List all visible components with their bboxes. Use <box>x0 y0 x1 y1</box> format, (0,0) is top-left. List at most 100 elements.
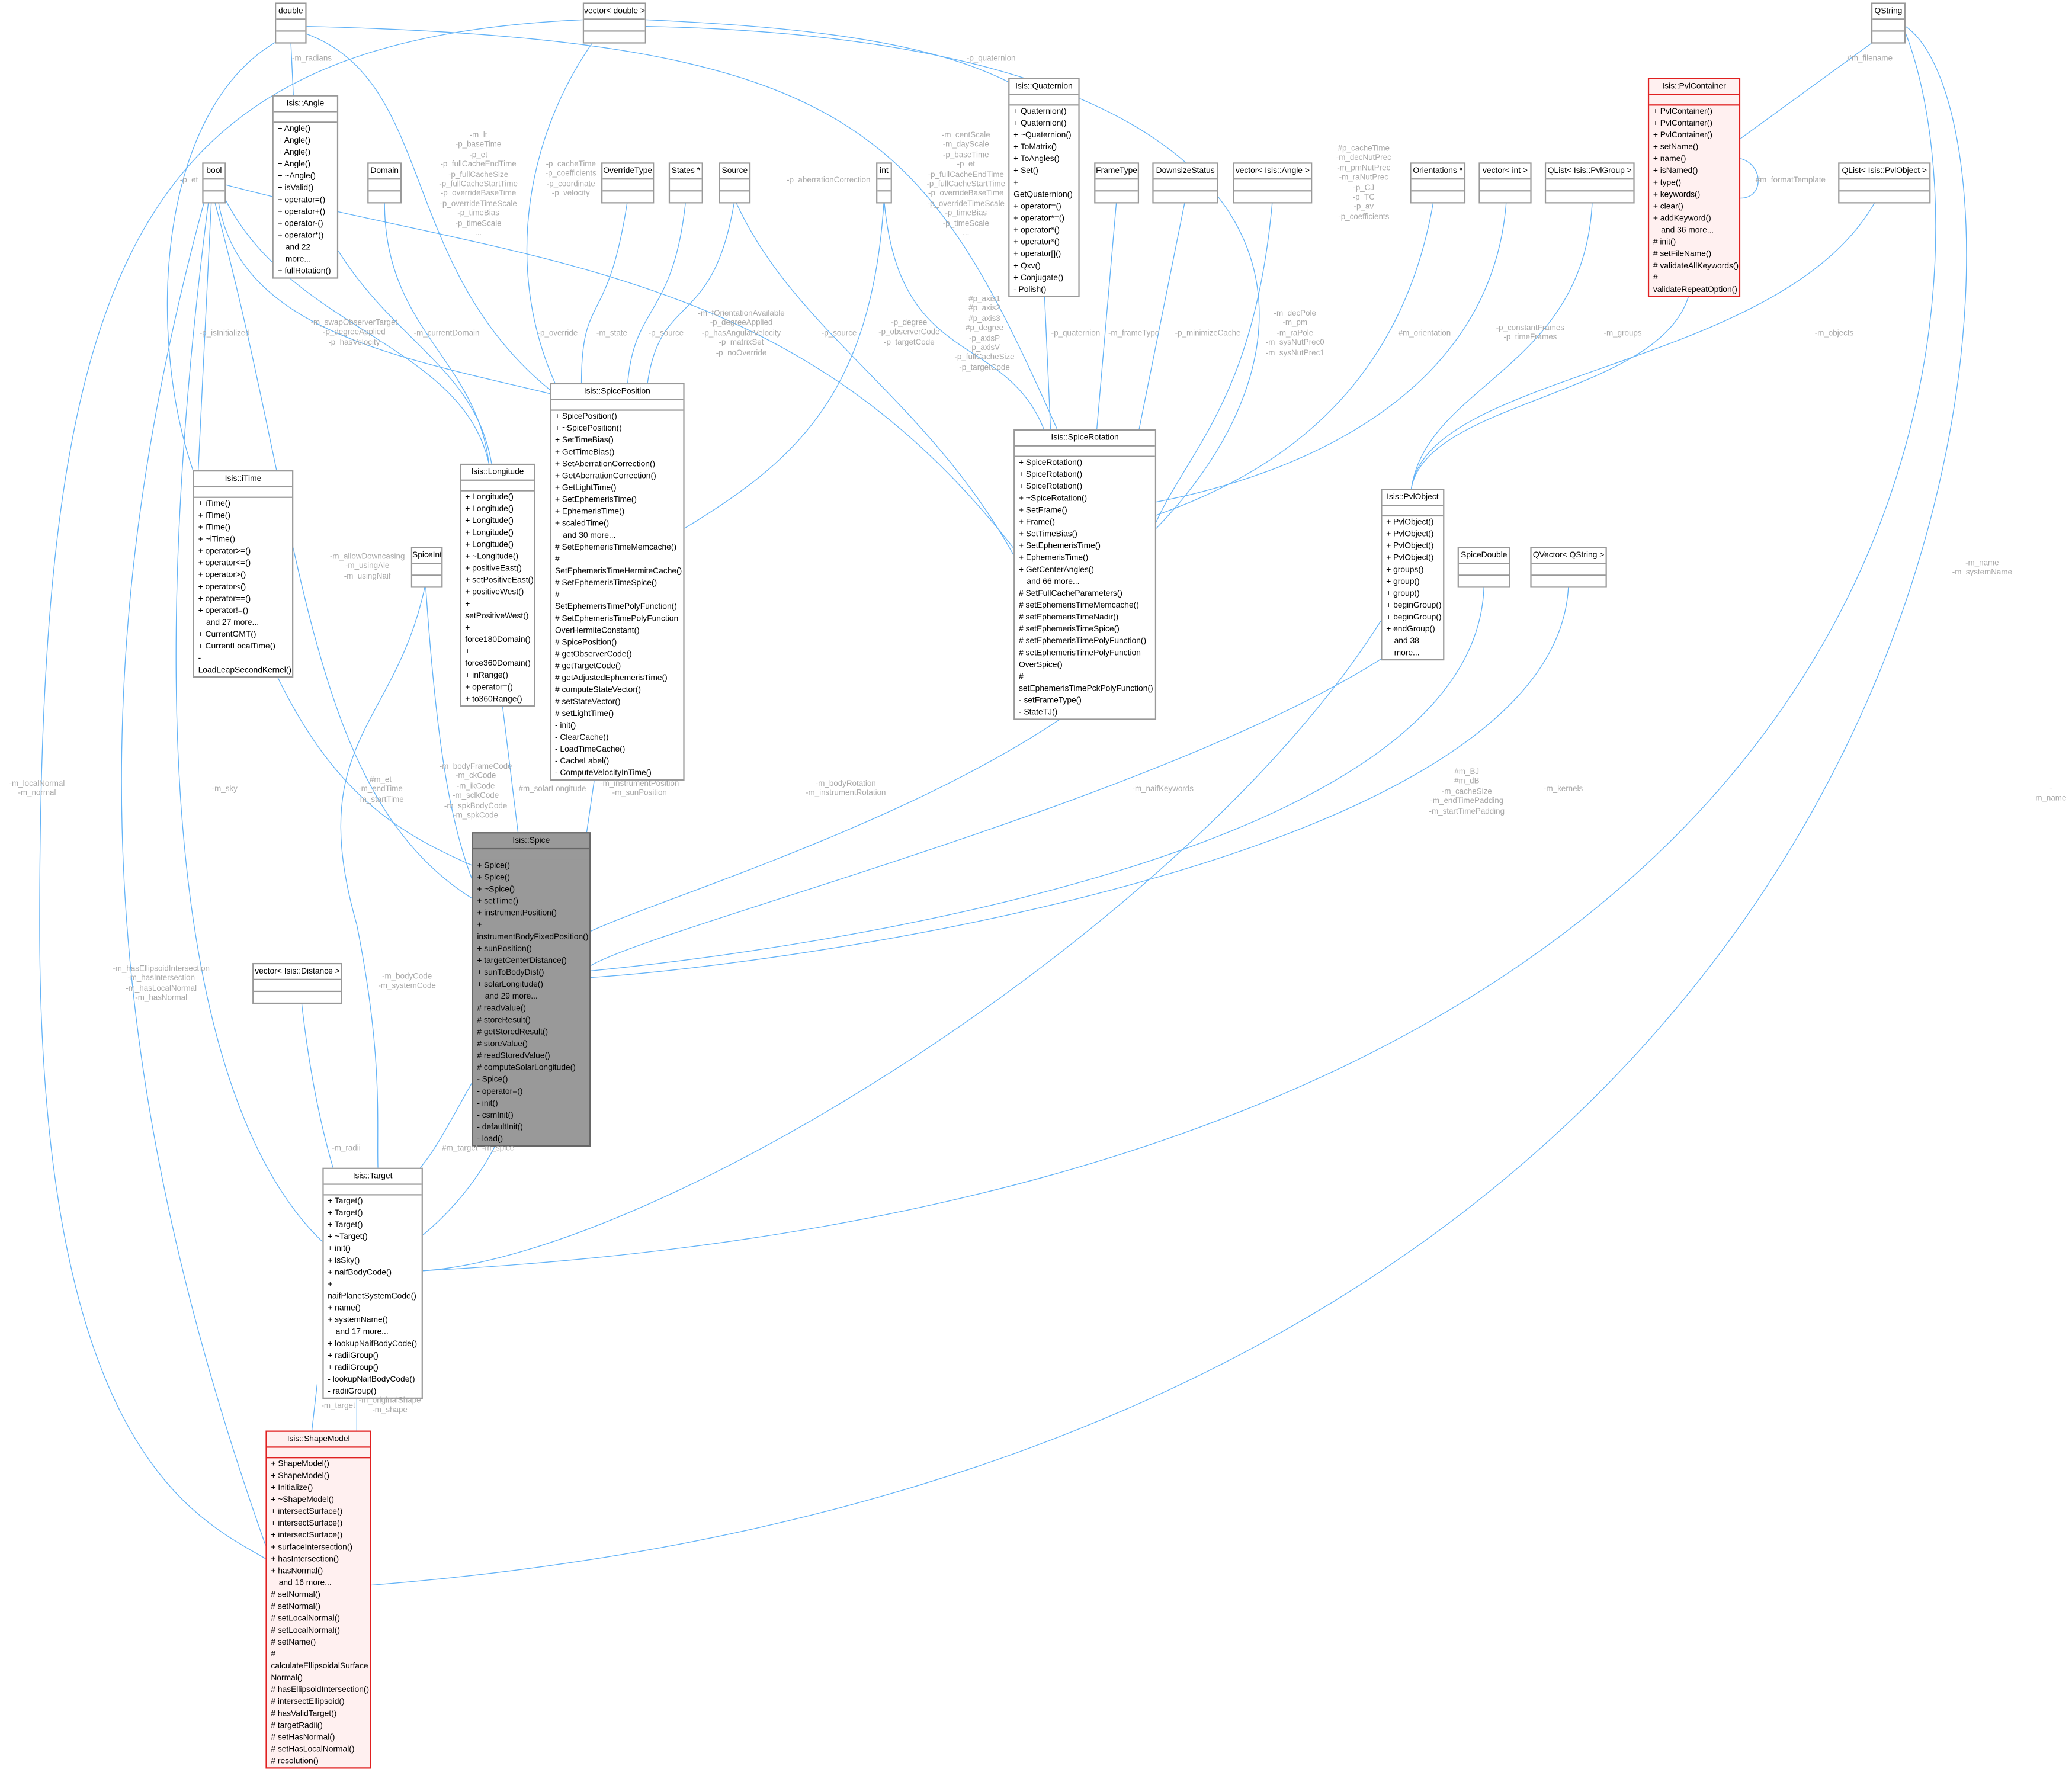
class-title[interactable]: Orientations * <box>1411 164 1464 180</box>
member-row[interactable]: + setPositiveWest() <box>465 599 529 621</box>
class-node-itime[interactable]: Isis::iTime+ iTime()+ iTime()+ iTime()+ … <box>193 470 294 678</box>
class-title[interactable]: Isis::Spice <box>473 833 589 850</box>
member-row[interactable]: + naifPlanetSystemCode() <box>328 1280 416 1301</box>
member-row[interactable]: + hasNormal() <box>271 1566 323 1576</box>
class-node-vector-int[interactable]: vector< int > <box>1478 162 1532 204</box>
member-row[interactable]: + to360Range() <box>465 695 522 704</box>
member-row[interactable]: + radiiGroup() <box>328 1351 379 1361</box>
member-row[interactable]: + operator[]() <box>1013 249 1061 259</box>
member-row[interactable]: + Angle() <box>277 147 311 158</box>
member-row[interactable]: + surfaceIntersection() <box>271 1543 353 1552</box>
member-row[interactable]: + Longitude() <box>465 528 514 538</box>
class-node-int[interactable]: int <box>876 162 892 204</box>
member-row[interactable]: + SetFrame() <box>1019 506 1067 515</box>
member-row[interactable]: + targetCenterDistance() <box>477 956 567 966</box>
class-title[interactable]: vector< int > <box>1480 164 1531 180</box>
member-row[interactable]: + operator-() <box>277 219 323 229</box>
member-row[interactable]: # setHasNormal() <box>271 1733 335 1742</box>
member-row[interactable]: # SetEphemerisTimePolyFunction() <box>554 590 677 612</box>
member-row[interactable]: # setLocalNormal() <box>271 1614 340 1624</box>
member-row[interactable]: # setHasLocalNormal() <box>271 1745 355 1754</box>
class-title[interactable]: Isis::iTime <box>194 471 293 488</box>
member-row[interactable]: + Conjugate() <box>1013 273 1064 283</box>
class-node-vector-distance[interactable]: vector< Isis::Distance > <box>252 962 342 1004</box>
member-row[interactable]: # setEphemerisTimePckPolyFunction() <box>1019 672 1153 694</box>
class-node-shapemodel[interactable]: Isis::ShapeModel+ ShapeModel()+ ShapeMod… <box>265 1430 371 1769</box>
member-row[interactable]: # resolution() <box>271 1757 319 1767</box>
class-node-spice[interactable]: Isis::Spice+ Spice()+ Spice()+ ~Spice()+… <box>472 832 591 1147</box>
member-row[interactable]: + operator<() <box>198 582 246 592</box>
member-row[interactable]: + name() <box>1653 154 1686 164</box>
member-row[interactable]: # computeStateVector() <box>554 685 642 695</box>
member-row[interactable]: # setLightTime() <box>554 709 614 719</box>
member-row[interactable]: + endGroup() <box>1386 624 1435 634</box>
class-title[interactable]: QList< Isis::PvlObject > <box>1839 164 1930 180</box>
member-row[interactable]: + operator*() <box>1013 226 1060 236</box>
member-row[interactable]: + naifBodyCode() <box>328 1268 392 1277</box>
class-title[interactable]: FrameType <box>1095 164 1138 180</box>
member-row[interactable]: + Target() <box>328 1196 363 1206</box>
class-node-states[interactable]: States * <box>668 162 703 204</box>
member-row[interactable]: + Longitude() <box>465 516 514 526</box>
class-node-vector-double[interactable]: vector< double > <box>582 2 646 44</box>
class-title[interactable]: Isis::SpicePosition <box>551 384 684 400</box>
member-row[interactable]: # storeValue() <box>477 1039 528 1049</box>
member-row[interactable]: + Angle() <box>277 159 311 169</box>
member-row[interactable]: + PvlObject() <box>1386 529 1434 540</box>
member-row[interactable]: # setEphemerisTimeSpice() <box>1019 624 1120 634</box>
member-row[interactable]: + operator<=() <box>198 558 251 569</box>
member-row[interactable]: # setName() <box>271 1638 316 1648</box>
member-row[interactable]: and 22 more... <box>285 243 311 265</box>
class-node-angle[interactable]: Isis::Angle+ Angle()+ Angle()+ Angle()+ … <box>272 95 339 279</box>
member-row[interactable]: + instrumentPosition() <box>477 908 557 919</box>
member-row[interactable]: + setTime() <box>477 897 519 907</box>
member-row[interactable]: + Longitude() <box>465 492 514 502</box>
member-row[interactable]: - ComputeVelocityInTime() <box>554 769 652 778</box>
member-row[interactable]: + operator==() <box>198 594 251 604</box>
member-row[interactable]: + iTime() <box>198 523 230 532</box>
member-row[interactable]: + Initialize() <box>271 1483 313 1493</box>
member-row[interactable]: + sunToBodyDist() <box>477 968 544 978</box>
member-row[interactable]: + operator*() <box>277 231 324 240</box>
member-row[interactable]: - init() <box>477 1099 498 1109</box>
member-row[interactable]: + ShapeModel() <box>271 1471 329 1481</box>
member-row[interactable]: # readStoredValue() <box>477 1051 550 1061</box>
class-title[interactable]: Isis::PvlContainer <box>1649 79 1739 95</box>
member-row[interactable]: + radiiGroup() <box>328 1363 379 1373</box>
member-row[interactable]: + SpiceRotation() <box>1019 482 1083 492</box>
member-row[interactable]: + group() <box>1386 589 1420 599</box>
member-row[interactable]: + addKeyword() <box>1653 214 1711 223</box>
member-row[interactable]: + Quaternion() <box>1013 107 1067 117</box>
member-row[interactable]: + iTime() <box>198 511 230 521</box>
member-row[interactable]: # setEphemerisTimeMemcache() <box>1019 601 1139 611</box>
member-row[interactable]: + ~Quaternion() <box>1013 130 1072 140</box>
member-row[interactable]: + SpiceRotation() <box>1019 458 1083 468</box>
member-row[interactable]: - operator=() <box>477 1087 523 1097</box>
member-row[interactable]: + scaledTime() <box>554 519 610 529</box>
member-row[interactable]: - LoadTimeCache() <box>554 744 626 755</box>
member-row[interactable]: + Spice() <box>477 861 510 871</box>
member-row[interactable]: # setFileName() <box>1653 249 1712 259</box>
member-row[interactable]: + beginGroup() <box>1386 612 1442 622</box>
member-row[interactable]: + Qxv() <box>1013 261 1041 271</box>
class-title[interactable]: Isis::ShapeModel <box>267 1432 370 1448</box>
member-row[interactable]: # getTargetCode() <box>554 662 621 672</box>
class-title[interactable]: QVector< QString > <box>1531 548 1606 564</box>
member-row[interactable]: and 66 more... <box>1027 577 1080 587</box>
member-row[interactable]: # hasEllipsoidIntersection() <box>271 1685 370 1695</box>
member-row[interactable]: + setPositiveEast() <box>465 576 534 586</box>
member-row[interactable]: + GetAberrationCorrection() <box>554 471 656 481</box>
member-row[interactable]: + SetEphemerisTime() <box>1019 541 1101 551</box>
member-row[interactable]: + operator*() <box>1013 237 1060 248</box>
member-row[interactable]: # setLocalNormal() <box>271 1626 340 1636</box>
member-row[interactable]: # computeSolarLongitude() <box>477 1063 576 1073</box>
member-row[interactable]: + ~Angle() <box>277 171 316 181</box>
member-row[interactable]: and 38 more... <box>1394 637 1420 658</box>
member-row[interactable]: + systemName() <box>328 1315 388 1325</box>
member-row[interactable]: # setNormal() <box>271 1590 320 1600</box>
class-title[interactable]: int <box>877 164 891 180</box>
member-row[interactable]: + isSky() <box>328 1256 360 1266</box>
member-row[interactable]: + init() <box>328 1244 351 1254</box>
member-row[interactable]: # validateRepeatOption() <box>1653 273 1737 295</box>
class-title[interactable]: Isis::SpiceRotation <box>1015 431 1155 447</box>
